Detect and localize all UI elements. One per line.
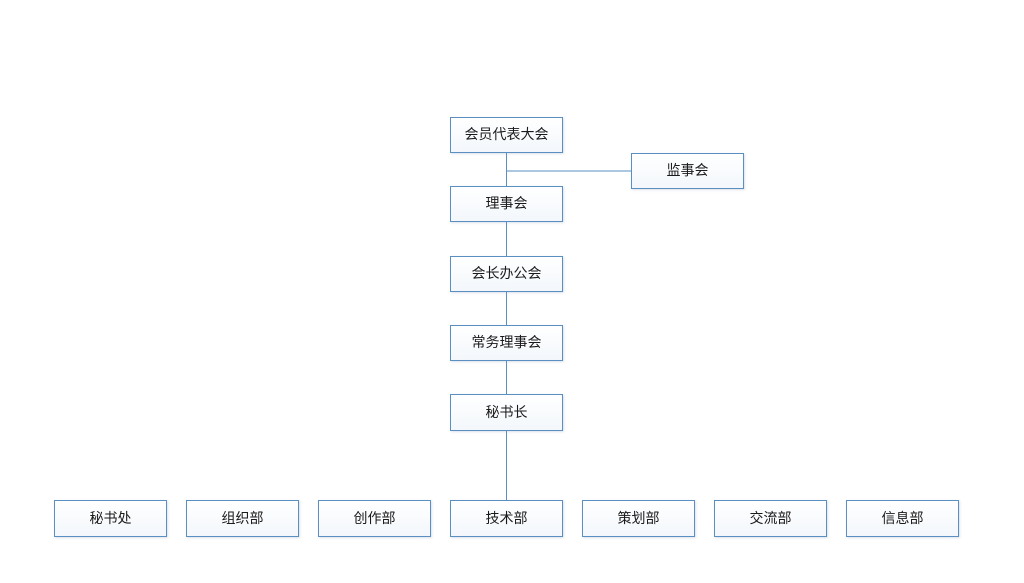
node-dept-organization: 组织部: [186, 500, 299, 537]
node-dept-technology: 技术部: [450, 500, 563, 537]
node-presidents-office-label: 会长办公会: [471, 266, 542, 282]
node-secretary-general: 秘书长: [450, 394, 563, 431]
node-secretary-general-label: 秘书长: [485, 404, 528, 421]
node-presidents-office: 会长办公会: [450, 256, 563, 292]
node-council-label: 理事会: [485, 196, 528, 212]
node-dept-creation: 创作部: [318, 500, 431, 537]
node-dept-secretariat: 秘书处: [54, 500, 167, 537]
node-dept-planning: 策划部: [582, 500, 695, 537]
dept-label: 组织部: [221, 510, 264, 527]
node-standing-council-label: 常务理事会: [471, 335, 542, 351]
dept-label: 交流部: [749, 510, 792, 527]
node-supervisory-board: 监事会: [631, 153, 744, 189]
node-dept-exchange: 交流部: [714, 500, 827, 537]
node-members-congress-label: 会员代表大会: [464, 127, 549, 143]
node-supervisory-board-label: 监事会: [666, 163, 709, 179]
node-council: 理事会: [450, 186, 563, 222]
node-standing-council: 常务理事会: [450, 325, 563, 361]
dept-label: 秘书处: [89, 510, 132, 527]
dept-label: 技术部: [485, 510, 528, 527]
node-members-congress: 会员代表大会: [450, 117, 563, 153]
node-dept-information: 信息部: [846, 500, 959, 537]
dept-label: 信息部: [881, 510, 924, 527]
dept-label: 创作部: [353, 510, 396, 527]
dept-label: 策划部: [617, 510, 660, 527]
